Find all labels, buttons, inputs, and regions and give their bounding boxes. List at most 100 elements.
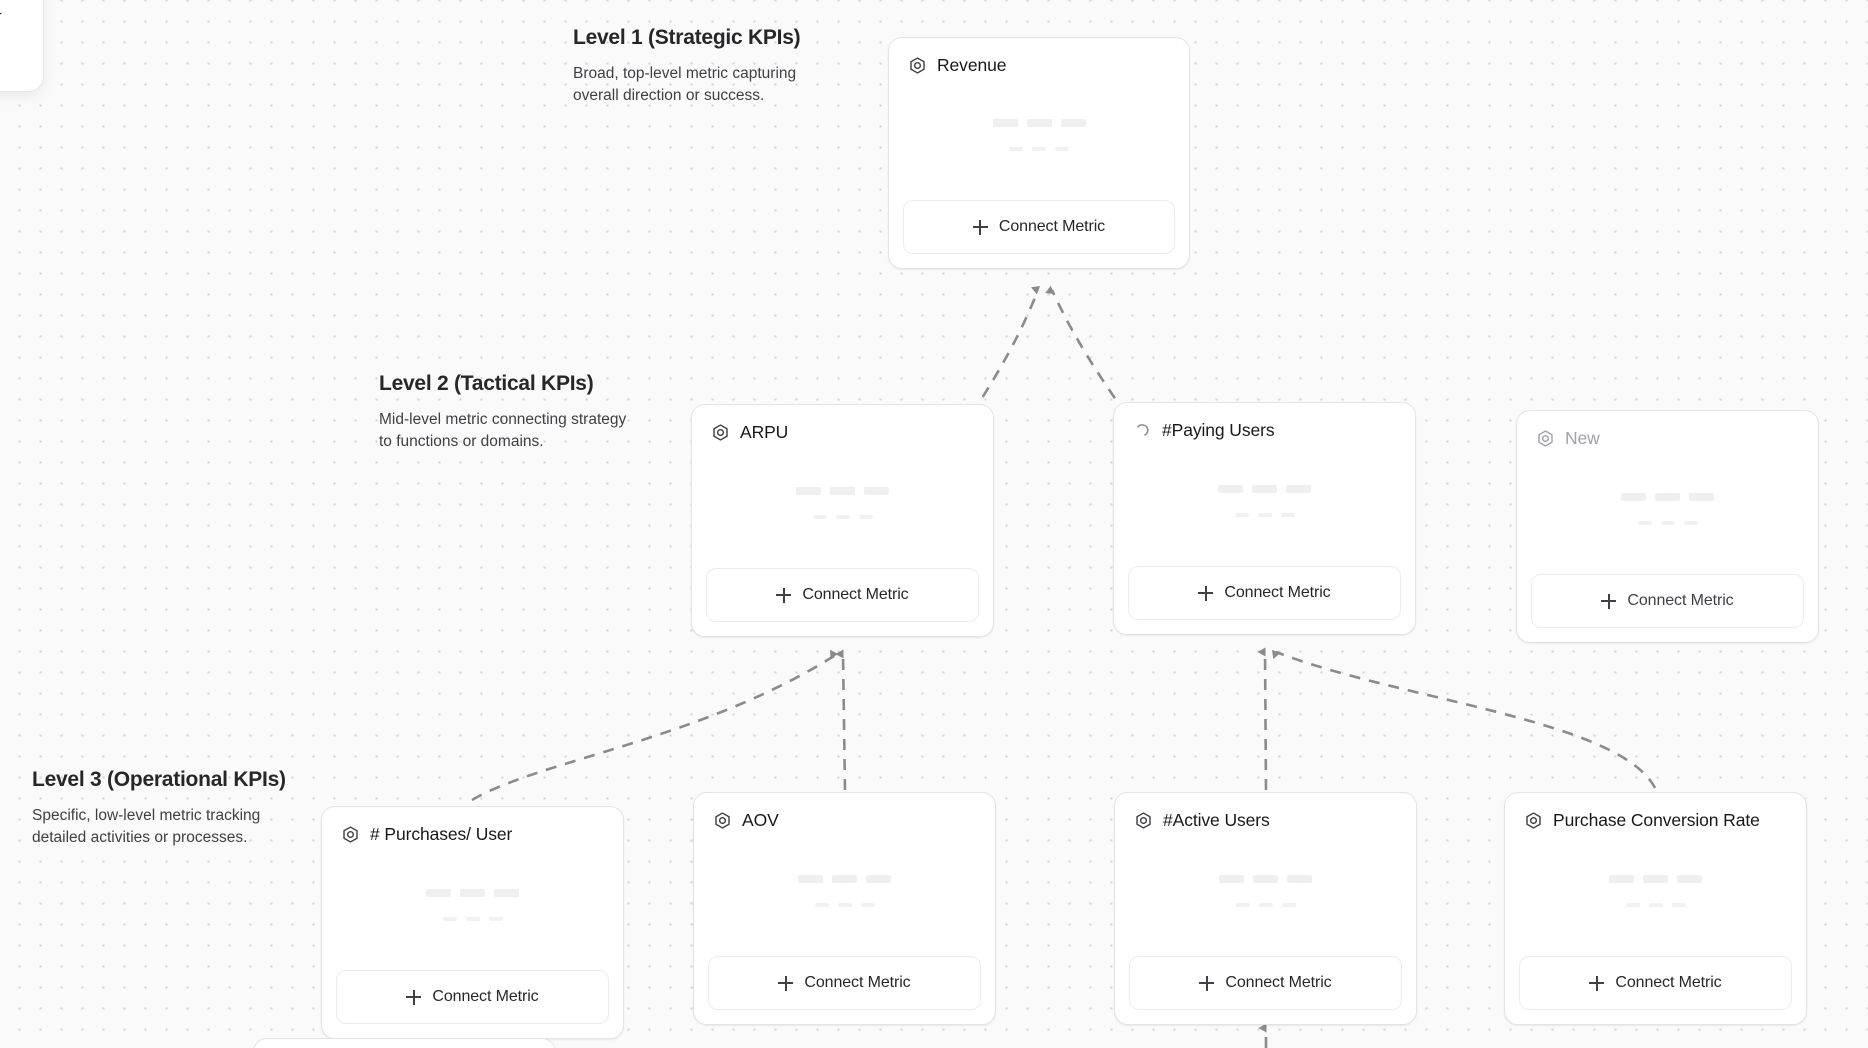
skeleton-bar	[1287, 874, 1312, 883]
skeleton-bar	[1252, 484, 1277, 493]
level-label-1: Level 1 (Strategic KPIs) Broad, top-leve…	[573, 26, 823, 107]
card-header: AOV	[694, 793, 995, 831]
skeleton-bar	[442, 916, 457, 921]
skeleton-bar	[837, 902, 852, 907]
hexagon-metric-icon	[1536, 429, 1555, 448]
metric-card-active-users[interactable]: #Active Users Connect Metric	[1114, 792, 1417, 1025]
skeleton-row-primary	[1219, 874, 1312, 883]
plus-icon	[1601, 593, 1617, 609]
skeleton-bar	[1677, 874, 1702, 883]
level-description: Broad, top-level metric capturing overal…	[573, 65, 797, 104]
plus-icon	[776, 587, 792, 603]
metric-card-aov[interactable]: AOV Connect Metric	[693, 792, 996, 1025]
skeleton-bar	[798, 874, 823, 883]
skeleton-bar	[1280, 512, 1295, 517]
skeleton-bar	[460, 888, 485, 897]
skeleton-bar	[1219, 874, 1244, 883]
card-skeleton-body	[322, 845, 623, 970]
skeleton-row-secondary	[812, 514, 873, 519]
card-header: # Purchases/ User	[322, 807, 623, 845]
skeleton-row-primary	[796, 486, 889, 495]
metric-card-purchases-per-user[interactable]: # Purchases/ User Connect Metric	[321, 806, 624, 1039]
connect-metric-label: Connect Metric	[432, 988, 539, 1005]
connect-metric-button[interactable]: Connect Metric	[706, 568, 979, 622]
metric-card-new[interactable]: New Connect Metric	[1516, 410, 1819, 643]
connect-metric-label: Connect Metric	[802, 586, 909, 603]
cursor-pointer-icon	[0, 7, 5, 21]
skeleton-bar	[860, 902, 875, 907]
skeleton-bar	[1218, 484, 1243, 493]
skeleton-bar	[426, 888, 451, 897]
level-title: Level 1 (Strategic KPIs)	[573, 26, 801, 49]
skeleton-bar	[1671, 902, 1686, 907]
connect-metric-button[interactable]: Connect Metric	[1129, 956, 1402, 1010]
metric-card-paying-users[interactable]: #Paying Users Connect Metric	[1113, 402, 1416, 635]
card-skeleton-body	[1115, 831, 1416, 956]
metric-card-arpu[interactable]: ARPU Connect Metric	[691, 404, 994, 637]
skeleton-bar	[814, 902, 829, 907]
plus-icon	[1199, 975, 1215, 991]
skeleton-bar	[1286, 484, 1311, 493]
connect-metric-button[interactable]: Connect Metric	[1531, 574, 1804, 628]
card-title: #Paying Users	[1162, 420, 1275, 440]
skeleton-bar	[1648, 902, 1663, 907]
skeleton-bar	[1655, 492, 1680, 501]
level-description: Specific, low-level metric tracking deta…	[32, 807, 261, 846]
skeleton-bar	[1026, 119, 1052, 127]
skeleton-bar	[812, 514, 827, 519]
card-skeleton-body	[1517, 449, 1818, 574]
skeleton-bar	[494, 888, 519, 897]
card-header: #Active Users	[1115, 793, 1416, 831]
level-description: Mid-level metric connecting strategy to …	[379, 411, 627, 450]
card-title: #Active Users	[1163, 810, 1270, 830]
skeleton-row-primary	[992, 119, 1086, 127]
skeleton-bar	[832, 874, 857, 883]
skeleton-bar	[1258, 902, 1273, 907]
skeleton-bar	[1281, 902, 1296, 907]
card-skeleton-body	[694, 831, 995, 956]
hexagon-metric-icon	[1134, 811, 1153, 830]
skeleton-bar	[1643, 874, 1668, 883]
hexagon-metric-icon	[711, 423, 730, 442]
skeleton-bar	[1253, 874, 1278, 883]
skeleton-row-secondary	[1625, 902, 1686, 907]
skeleton-row-secondary	[442, 916, 503, 921]
edge-aov-to-arpu	[835, 649, 847, 791]
card-header: Revenue	[889, 38, 1189, 76]
metric-card-purchase-conversion-rate[interactable]: Purchase Conversion Rate Connect Metric	[1504, 792, 1807, 1025]
card-skeleton-body	[1114, 441, 1415, 566]
card-header: #Paying Users	[1114, 403, 1415, 441]
level-title: Level 2 (Tactical KPIs)	[379, 372, 594, 395]
skeleton-bar	[864, 486, 889, 495]
level-label-3: Level 3 (Operational KPIs) Specific, low…	[32, 768, 286, 849]
skeleton-row-secondary	[1009, 147, 1069, 151]
connect-metric-button[interactable]: Connect Metric	[1519, 956, 1792, 1010]
metric-card-offscreen-bottom[interactable]	[253, 1038, 556, 1048]
connect-metric-button[interactable]: Connect Metric	[1128, 566, 1401, 620]
hexagon-metric-icon	[908, 56, 927, 75]
skeleton-bar	[1621, 492, 1646, 501]
skeleton-bar	[835, 514, 850, 519]
skeleton-bar	[1235, 902, 1250, 907]
card-title: Purchase Conversion Rate	[1553, 810, 1760, 830]
metric-card-revenue[interactable]: Revenue Connect Metric	[888, 37, 1190, 269]
connect-metric-label: Connect Metric	[1225, 974, 1332, 991]
skeleton-bar	[1234, 512, 1249, 517]
hexagon-metric-icon	[1524, 811, 1543, 830]
connect-metric-button[interactable]: Connect Metric	[708, 956, 981, 1010]
floating-toolbar-panel[interactable]	[0, 0, 44, 92]
skeleton-bar	[866, 874, 891, 883]
connect-metric-button[interactable]: Connect Metric	[903, 200, 1175, 254]
level-label-2: Level 2 (Tactical KPIs) Mid-level metric…	[379, 372, 629, 453]
skeleton-bar	[1689, 492, 1714, 501]
skeleton-row-primary	[426, 888, 519, 897]
skeleton-bar	[1660, 520, 1675, 525]
connect-metric-button[interactable]: Connect Metric	[336, 970, 609, 1024]
card-title: Revenue	[937, 55, 1007, 75]
skeleton-bar	[1009, 147, 1023, 151]
skeleton-bar	[1257, 512, 1272, 517]
connect-metric-label: Connect Metric	[1224, 584, 1331, 601]
plus-icon	[406, 989, 422, 1005]
skeleton-row-secondary	[1234, 512, 1295, 517]
